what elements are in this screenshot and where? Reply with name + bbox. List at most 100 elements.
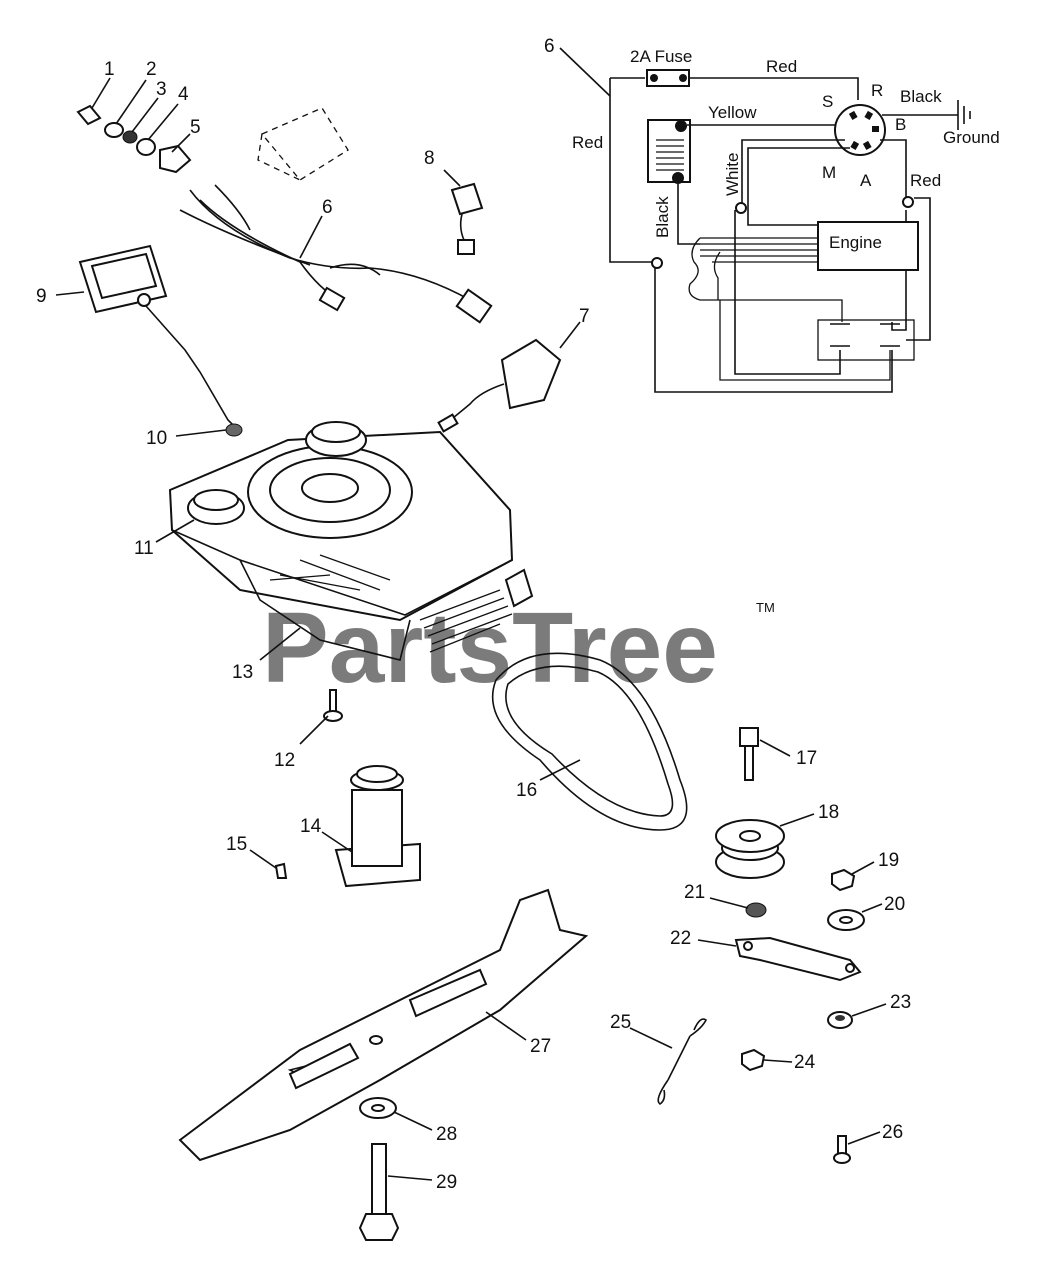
callout-17: 17 <box>796 748 817 769</box>
callout-23: 23 <box>890 992 911 1013</box>
part-7-regulator <box>437 338 562 433</box>
terminal-label-r: R <box>871 81 883 100</box>
leader-21 <box>709 897 749 909</box>
part-3-washer <box>122 130 138 144</box>
part-4-bezel <box>136 138 156 156</box>
callout-8: 8 <box>424 148 435 169</box>
part-17-bolt <box>739 727 759 781</box>
dash-panel-outline <box>257 107 349 181</box>
part-13-engine <box>168 421 534 661</box>
leader-16 <box>539 759 581 781</box>
callout-26: 26 <box>882 1122 903 1143</box>
leader-7 <box>559 321 581 349</box>
part-25-spring <box>657 1018 708 1105</box>
leader-15 <box>249 849 277 869</box>
terminal-label-a: A <box>860 171 872 190</box>
wiring-schematic: 2A Fuse Red Red Red Black Yellow White B… <box>572 47 1000 393</box>
ground-label: Ground <box>943 128 1000 147</box>
watermark: PartsTree <box>262 592 718 704</box>
fuse-terminal-left <box>650 74 658 82</box>
leader-12 <box>299 715 329 745</box>
callout-11: 11 <box>134 538 154 559</box>
callout-10: 10 <box>146 428 167 449</box>
callout-22: 22 <box>670 928 691 949</box>
part-19-nut <box>831 868 856 892</box>
leader-26 <box>847 1131 881 1145</box>
fuse <box>646 69 690 87</box>
junction-left <box>651 257 663 269</box>
callout-16: 16 <box>516 780 537 801</box>
leader-6-harness <box>299 215 323 259</box>
part-14-spindle <box>334 765 421 888</box>
callout-4: 4 <box>178 84 189 105</box>
callout-6-schematic: 6 <box>544 36 555 57</box>
leader-24 <box>763 1059 793 1063</box>
callout-18: 18 <box>818 802 839 823</box>
fuse-terminal-right <box>679 74 687 82</box>
part-24-nut <box>741 1048 766 1072</box>
part-1-key <box>76 104 102 126</box>
callouts: 1 2 3 4 5 6 6 7 8 9 10 11 12 13 14 15 16… <box>36 36 911 1193</box>
leader-18 <box>779 813 815 827</box>
engine-label: Engine <box>829 233 882 252</box>
regulator-terminal-black <box>672 172 684 184</box>
leader-9 <box>55 291 85 296</box>
callout-14: 14 <box>300 816 322 837</box>
part-9-hour-meter <box>78 244 239 431</box>
leader-23 <box>851 1003 887 1017</box>
engine-box <box>817 221 919 271</box>
leader-22 <box>697 939 737 947</box>
safety-switches <box>817 319 915 361</box>
leader-6-schematic <box>559 47 611 97</box>
leader-5 <box>171 133 191 153</box>
cooling-fins <box>419 589 513 653</box>
terminal-label-m: M <box>822 163 836 182</box>
callout-20: 20 <box>884 894 905 915</box>
part-15-key <box>274 862 288 879</box>
wire-label-red-left: Red <box>572 133 603 152</box>
leader-13 <box>259 627 301 661</box>
callout-2: 2 <box>146 59 157 80</box>
callout-29: 29 <box>436 1172 457 1193</box>
wire-label-black: Black <box>653 196 672 238</box>
leader-8 <box>443 169 461 187</box>
junction-right <box>902 196 914 208</box>
red-wire-right-2 <box>906 197 931 341</box>
white-wire-1 <box>741 139 845 210</box>
leader-28 <box>393 1111 433 1131</box>
callout-3: 3 <box>156 79 167 100</box>
part-28-washer <box>359 1097 397 1119</box>
terminal-label-s: S <box>822 92 833 111</box>
white-wire-2 <box>747 147 850 226</box>
part-10-grommet <box>225 423 243 437</box>
part-5-ignition-switch <box>159 144 192 174</box>
leader-19 <box>851 861 875 875</box>
callout-28: 28 <box>436 1124 457 1145</box>
callout-9: 9 <box>36 286 47 307</box>
part-27-blade <box>178 888 589 1162</box>
wire-label-red-top: Red <box>766 57 797 76</box>
terminal-label-b: B <box>895 115 906 134</box>
callout-15: 15 <box>226 834 247 855</box>
leader-20 <box>861 903 883 913</box>
callout-24: 24 <box>794 1052 816 1073</box>
callout-5: 5 <box>190 117 201 138</box>
regulator-hatch <box>656 139 684 171</box>
wire-label-red-right: Red <box>910 171 941 190</box>
callout-12: 12 <box>274 750 295 771</box>
callout-6-harness: 6 <box>322 197 333 218</box>
part-22-idler-arm <box>734 936 862 982</box>
part-29-bolt <box>358 1143 400 1241</box>
part-12-bolt <box>323 689 343 722</box>
key-switch <box>834 104 886 156</box>
regulator-terminal-yellow <box>675 120 687 132</box>
red-wire-switch <box>880 139 907 198</box>
leader-17 <box>759 739 791 757</box>
ground-symbol <box>957 100 971 130</box>
callout-19: 19 <box>878 850 899 871</box>
key-switch-assembly <box>76 104 192 174</box>
part-26-bolt <box>833 1135 851 1164</box>
wire-label-yellow: Yellow <box>708 103 757 122</box>
callout-27: 27 <box>530 1036 551 1057</box>
